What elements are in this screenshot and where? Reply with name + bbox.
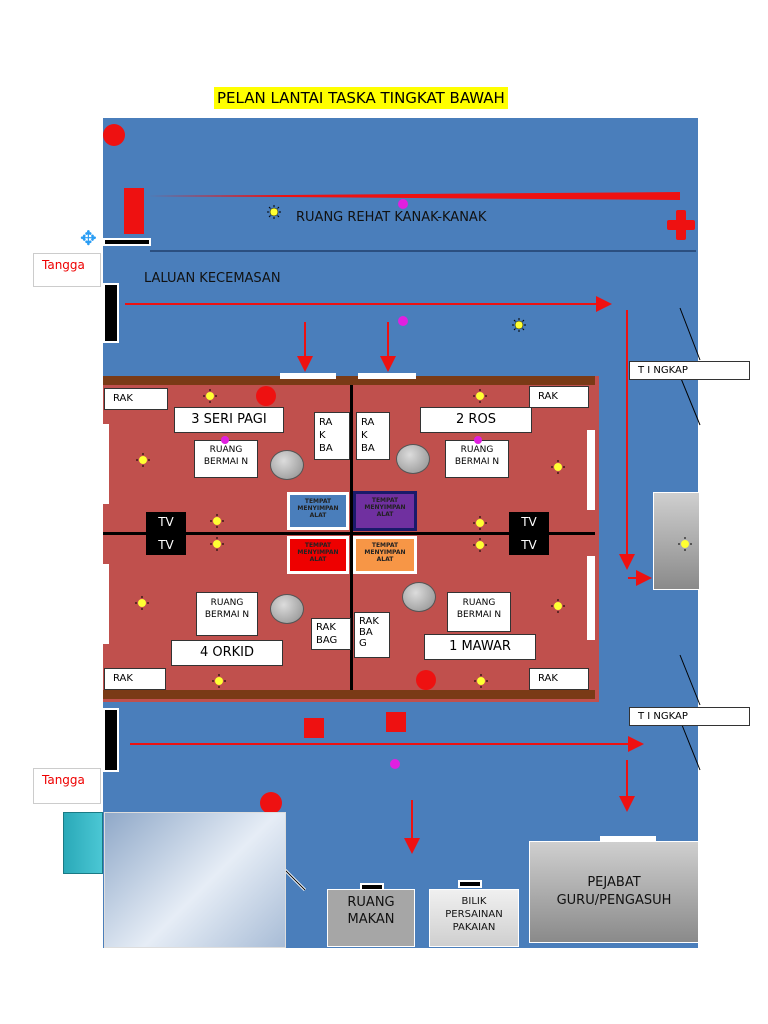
tv-top-right-1: TV [509, 512, 549, 532]
shelf-top-left: RAK [104, 388, 168, 410]
tv-top-left-1: TV [146, 512, 186, 532]
smoke-detector-icon [212, 673, 226, 688]
speaker-icon [398, 199, 408, 209]
tv-top-left-2: TV [146, 535, 186, 555]
plan-title: PELAN LANTAI TASKA TINGKAT BAWAH [214, 87, 508, 109]
window-label-bottom: T I NGKAP [629, 707, 750, 726]
evac-route-label: LALUAN KECEMASAN [144, 271, 281, 286]
smoke-detector-icon [551, 598, 565, 613]
speaker-icon [398, 316, 408, 326]
storage-bin-blue: TEMPAT MENYIMPAN ALAT [287, 492, 349, 530]
speech-bubble-icon [402, 582, 436, 612]
first-aid-icon [667, 210, 695, 240]
window-panel [587, 556, 595, 640]
fire-alarm-icon [256, 386, 276, 406]
speaker-icon [221, 436, 229, 444]
play-area-top-right: RUANG BERMAI N [445, 440, 509, 478]
exit-door-right [653, 492, 700, 590]
smoke-detector-icon [473, 515, 487, 530]
partition-horizontal [103, 532, 595, 535]
exit-arrow-top [148, 192, 680, 200]
bag-shelf-2: RA K BA [356, 412, 390, 460]
speaker-icon [474, 436, 482, 444]
fire-alarm-icon [416, 670, 436, 690]
dining-room-label: RUANG MAKAN [347, 895, 395, 927]
play-area-bottom-right: RUANG BERMAI N [447, 592, 511, 632]
stairs-top: Tangga [33, 253, 101, 287]
fire-alarm-icon [260, 792, 282, 814]
smoke-detector-icon [267, 204, 281, 219]
rest-room-label: RUANG REHAT KANAK-KANAK [296, 210, 487, 225]
direction-icon: ✥ [80, 226, 97, 250]
class-name-orkid: 4 ORKID [171, 640, 283, 666]
smoke-detector-icon [473, 388, 487, 403]
smoke-detector-icon [210, 536, 224, 551]
storage-bin-orange: TEMPAT MENYIMPAN ALAT [353, 536, 417, 574]
door-left-bottom [103, 708, 119, 772]
rest-room-divider [150, 250, 696, 252]
smoke-detector-icon [474, 673, 488, 688]
fire-extinguisher-icon [124, 188, 144, 234]
play-area-bottom-left: RUANG BERMAI N [196, 592, 258, 636]
class-name-ros: 2 ROS [420, 407, 532, 433]
speaker-icon [390, 759, 400, 769]
storage-bin-purple: TEMPAT MENYIMPAN ALAT [353, 491, 417, 531]
smoke-detector-icon [678, 536, 692, 551]
fire-extinguisher-icon [304, 718, 324, 738]
door-changing [458, 880, 482, 888]
partition-vertical [350, 385, 353, 690]
shelf-top-right: RAK [529, 386, 589, 408]
smoke-detector-icon [136, 452, 150, 467]
shelf-bottom-right: RAK [529, 668, 589, 690]
speech-bubble-icon [270, 450, 304, 480]
storage-bin-red: TEMPAT MENYIMPAN ALAT [287, 536, 349, 574]
smoke-detector-icon [473, 537, 487, 552]
bag-shelf-3: RAK BAG [311, 618, 351, 650]
fire-alarm-icon [103, 124, 125, 146]
glass-room [104, 812, 286, 948]
window-panel [101, 564, 109, 644]
shelf-strip-bottom [103, 690, 595, 699]
class-name-seri-pagi: 3 SERI PAGI [174, 407, 284, 433]
stairs-bottom: Tangga [33, 768, 101, 804]
office-label: PEJABAT GURU/PENGASUH [556, 875, 672, 908]
shelf-strip-top [103, 376, 595, 385]
shelf-bottom-left: RAK [104, 668, 166, 690]
storage-cabinet [63, 812, 103, 874]
smoke-detector-icon [512, 317, 526, 332]
tv-top-right-2: TV [509, 535, 549, 555]
office: PEJABAT GURU/PENGASUH [529, 841, 699, 943]
bag-shelf-1: RA K BA [314, 412, 350, 460]
door-panel [280, 373, 336, 379]
speech-bubble-icon [396, 444, 430, 474]
window-label-top: T I NGKAP [629, 361, 750, 380]
window-panel [101, 424, 109, 504]
door-left-top [103, 283, 119, 343]
door-panel [358, 373, 416, 379]
door-office [600, 836, 656, 842]
speech-bubble-icon [270, 594, 304, 624]
changing-room-label: BILIK PERSAINAN PAKAIAN [445, 896, 503, 933]
door-top-left [103, 238, 151, 246]
smoke-detector-icon [210, 513, 224, 528]
smoke-detector-icon [203, 388, 217, 403]
window-panel [587, 430, 595, 510]
class-name-mawar: 1 MAWAR [424, 634, 536, 660]
bag-shelf-4: RAK BA G [354, 612, 390, 658]
fire-extinguisher-icon [386, 712, 406, 732]
changing-room: BILIK PERSAINAN PAKAIAN [429, 889, 519, 947]
dining-room: RUANG MAKAN [327, 889, 415, 947]
smoke-detector-icon [135, 595, 149, 610]
play-area-top-left: RUANG BERMAI N [194, 440, 258, 478]
smoke-detector-icon [551, 459, 565, 474]
